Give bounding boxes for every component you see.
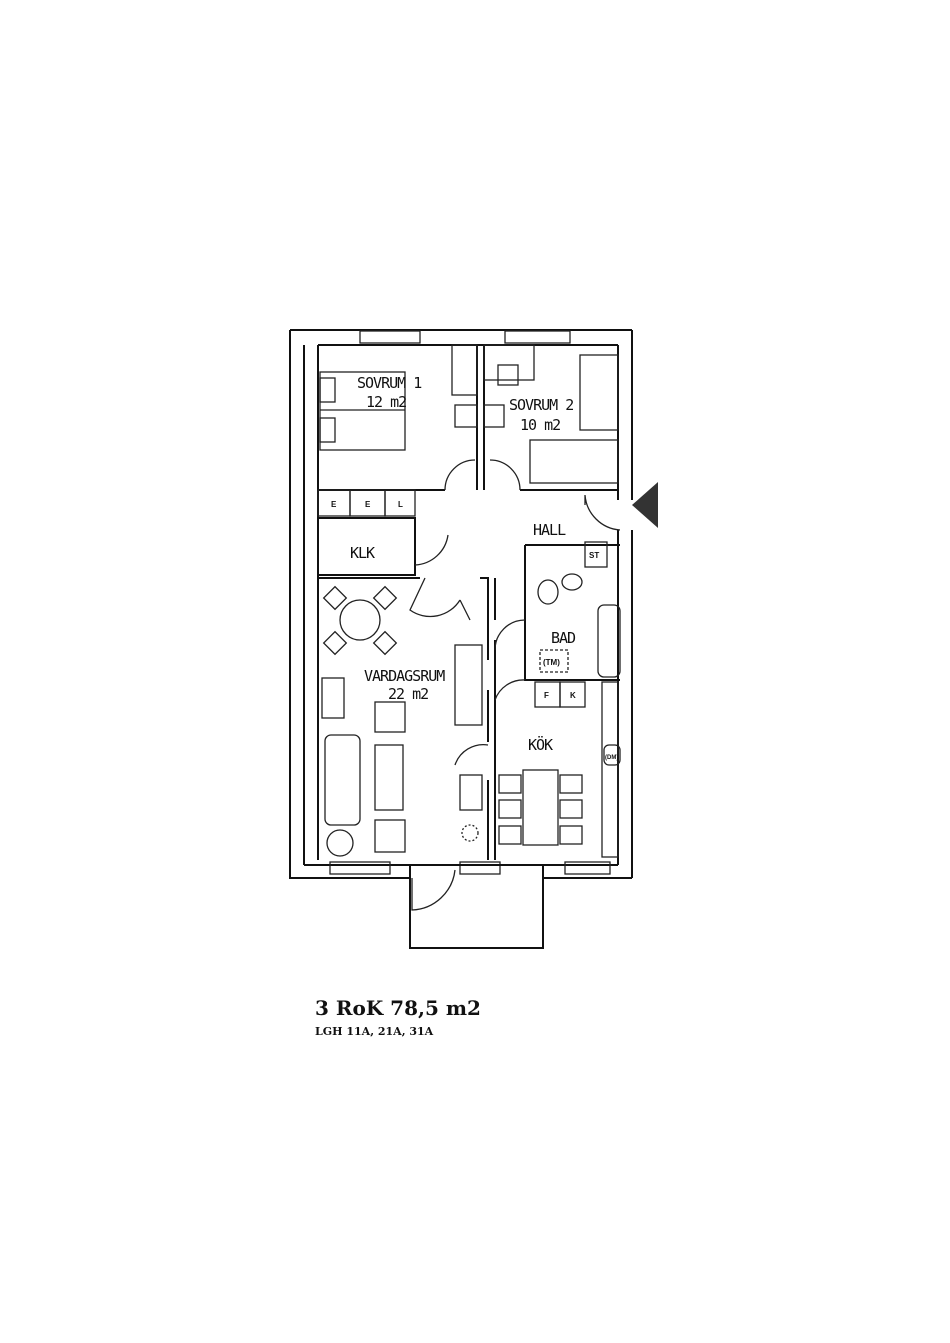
room-label-bad: BAD (551, 629, 576, 647)
room-area-vardagsrum: 22 m2 (388, 685, 428, 703)
room-label-sovrum-1: SOVRUM 1 (357, 374, 422, 392)
wardrobe-label: E (331, 500, 337, 509)
room-label-vardagsrum: VARDAGSRUM (364, 667, 445, 685)
storage-label: ST (589, 551, 599, 560)
washer-label: (TM) (543, 658, 560, 667)
apartment-title: 3 RoK 78,5 m2 (315, 996, 481, 1020)
apartment-subtitle: LGH 11A, 21A, 31A (315, 1025, 434, 1038)
bedroom-2-furniture (483, 344, 619, 484)
entrance-door (584, 482, 658, 531)
room-label-hall: HALL (533, 521, 566, 539)
dishwasher-label: (DM) (605, 755, 618, 761)
kitchen-fixtures: F K (DM) (498, 681, 621, 858)
room-label-kok: KÖK (528, 735, 553, 754)
interior-walls (318, 345, 620, 860)
room-area-sovrum-2: 10 m2 (520, 416, 560, 434)
wardrobes: E E L ST (317, 489, 608, 568)
fridge-label: F (544, 691, 549, 700)
wardrobe-label: E (365, 500, 371, 509)
living-room-furniture (321, 585, 483, 857)
room-labels: SOVRUM 1 12 m2 SOVRUM 2 10 m2 HALL KLK B… (350, 374, 577, 754)
room-label-klk: KLK (350, 544, 375, 562)
entrance-arrow-icon (632, 482, 658, 528)
room-label-sovrum-2: SOVRUM 2 (509, 396, 573, 414)
room-area-sovrum-1: 12 m2 (366, 393, 406, 411)
bedroom-1-furniture (319, 344, 478, 451)
freezer-label: K (570, 691, 576, 700)
bathroom-fixtures: (TM) (537, 573, 621, 678)
wardrobe-label: L (398, 500, 403, 509)
outer-walls (289, 329, 633, 879)
balcony (409, 864, 544, 949)
doors (409, 459, 526, 911)
